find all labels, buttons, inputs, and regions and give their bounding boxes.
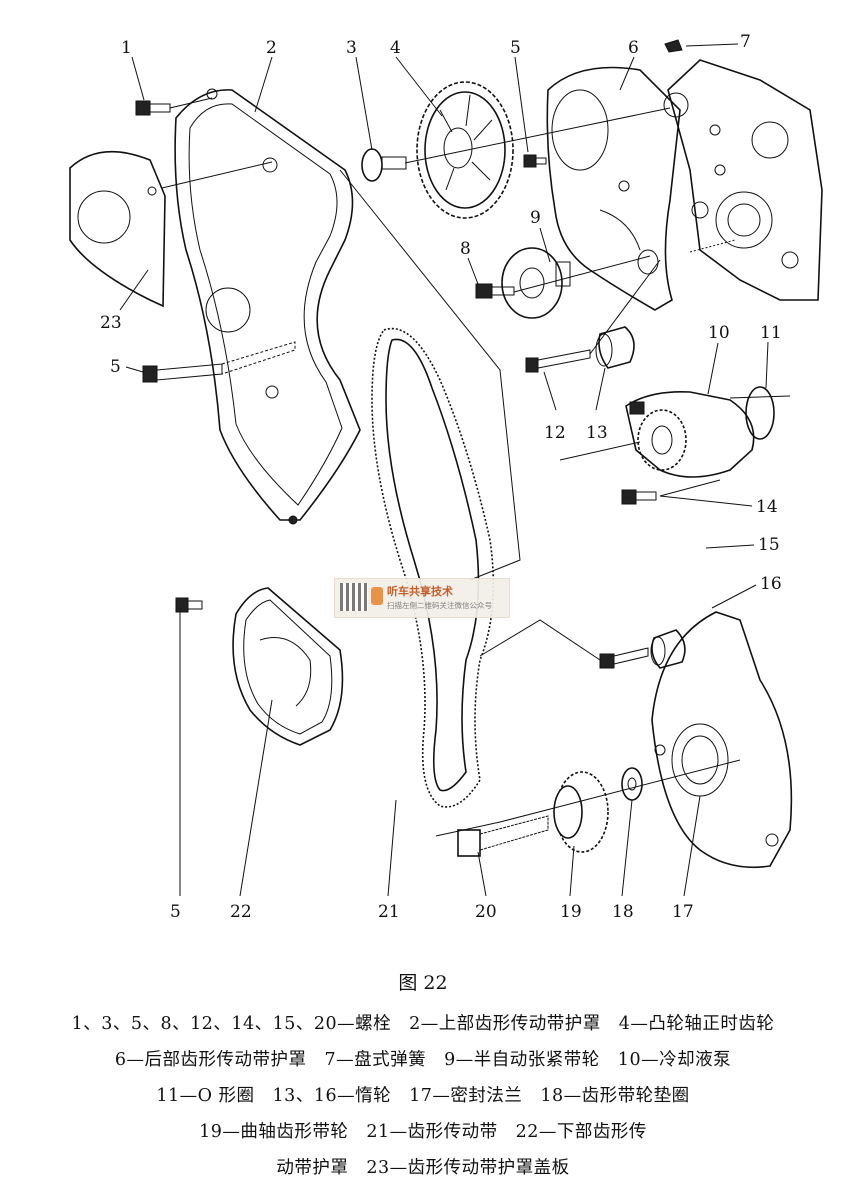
label-1: 1: [121, 38, 132, 58]
part-6-rear-belt-guard: [546, 66, 681, 311]
part-8-bolt: [475, 283, 515, 299]
part-23-cover-plate: [69, 150, 166, 308]
label-21: 21: [378, 902, 400, 922]
part-2-upper-belt-guard: [174, 88, 361, 525]
part-17-seal-flange: [651, 611, 793, 869]
label-8: 8: [460, 239, 471, 259]
part-9-tensioner: [501, 247, 659, 319]
part-12-bolt: [525, 349, 591, 373]
part-7-disc-spring: [664, 39, 683, 53]
qr-code-icon: [340, 583, 368, 611]
label-16: 16: [760, 574, 782, 594]
caption-line-1: 1、3、5、8、12、14、15、20—螺栓 2—上部齿形传动带护罩 4—凸轮轴…: [71, 1014, 775, 1034]
label-5-left: 5: [110, 357, 121, 377]
label-15: 15: [758, 535, 780, 555]
label-5-top: 5: [510, 38, 521, 58]
label-6: 6: [628, 38, 639, 58]
part-10-coolant-pump: [625, 390, 755, 478]
part-21-toothed-belt: [371, 327, 495, 808]
part-19-crankshaft-pulley: [553, 771, 609, 853]
label-22: 22: [230, 902, 252, 922]
watermark-title: 听车共享技术: [387, 585, 453, 598]
label-10: 10: [708, 323, 730, 343]
label-4: 4: [390, 38, 401, 58]
label-2: 2: [266, 38, 277, 58]
part-3-bolt: [361, 148, 407, 182]
label-3: 3: [346, 38, 357, 58]
caption-line-3: 11—O 形圈 13、16—惰轮 17—密封法兰 18—齿形带轮垫圈: [156, 1086, 690, 1106]
label-13: 13: [586, 423, 608, 443]
part-1-bolt: [135, 100, 171, 116]
part-5-bolt-upper: [523, 154, 547, 168]
part-14-bolt: [621, 489, 657, 505]
watermark-banner: 听车共享技术 扫描左侧二维码关注微信公众号: [334, 578, 510, 618]
label-5-bottom: 5: [170, 902, 181, 922]
part-5-bolt-lower: [175, 597, 203, 613]
part-22-lower-belt-guard: [232, 587, 344, 746]
label-18: 18: [612, 902, 634, 922]
part-16-idler: [650, 629, 686, 669]
part-18-washer: [621, 767, 643, 801]
caption-line-5: 动带护罩 23—齿形传动带护罩盖板: [276, 1158, 570, 1178]
engine-block: [663, 59, 823, 301]
label-20: 20: [475, 902, 497, 922]
leader-lines: [119, 43, 791, 897]
label-12: 12: [544, 423, 566, 443]
figure-title: 图 22: [398, 972, 448, 994]
part-5-bolt-left: [142, 341, 296, 383]
part-15-bolt: [599, 647, 649, 669]
brand-logo-icon: [371, 587, 383, 605]
part-20-bolt: [457, 815, 549, 857]
caption-line-4: 19—曲轴齿形带轮 21—齿形传动带 22—下部齿形传: [199, 1122, 647, 1142]
label-7: 7: [740, 32, 751, 52]
label-9: 9: [530, 208, 541, 228]
caption-line-2: 6—后部齿形传动带护罩 7—盘式弹簧 9—半自动张紧带轮 10—冷却液泵: [114, 1050, 732, 1070]
part-4-camshaft-gear: [416, 81, 514, 219]
label-19: 19: [560, 902, 582, 922]
label-17: 17: [672, 902, 694, 922]
label-14: 14: [756, 497, 778, 517]
label-11: 11: [760, 323, 782, 343]
part-number-labels: 1 2 3 4 5 6 7 23 5 8 9 10 11 12 13 14 15…: [100, 32, 782, 922]
watermark-subtitle: 扫描左侧二维码关注微信公众号: [387, 601, 492, 610]
part-11-o-ring: [745, 386, 775, 440]
exploded-parts-diagram: 1 2 3 4 5 6 7 23 5 8 9 10 11 12 13 14 15…: [69, 32, 823, 922]
label-23: 23: [100, 313, 122, 333]
part-13-idler: [595, 326, 635, 369]
